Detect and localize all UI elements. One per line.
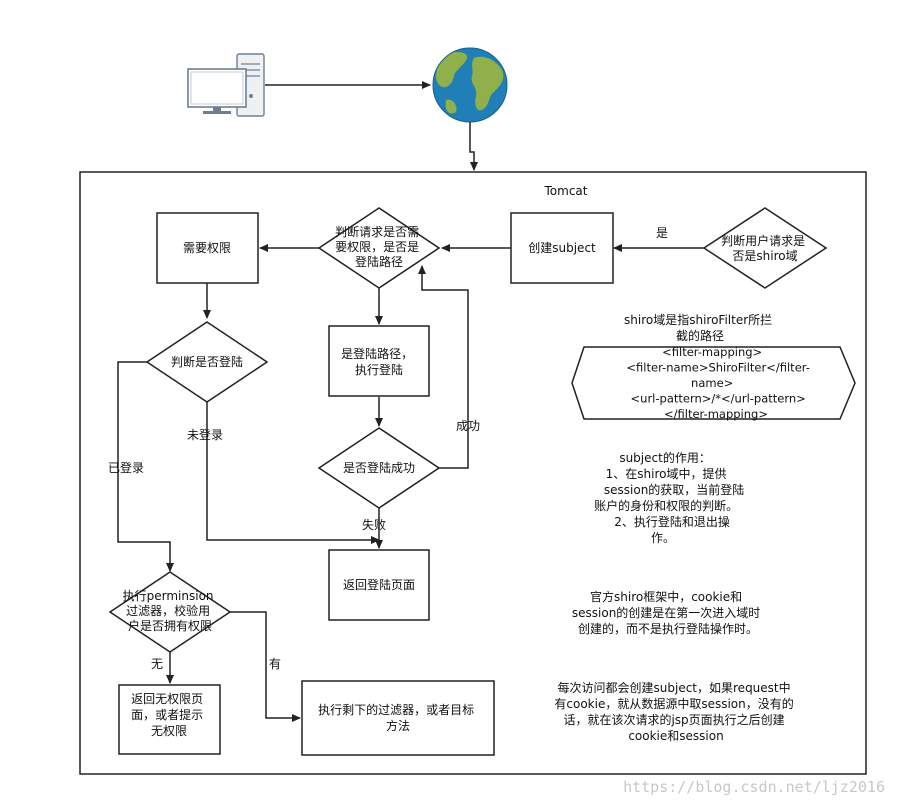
text-check-shiro: 判断用户请求是 否是shiro域: [721, 233, 809, 263]
edge-logged-permfilter: [117, 361, 174, 572]
note-subject-role: subject的作用： 1、在shiro域中，提供 session的获取，当前登…: [594, 450, 748, 545]
tomcat-container: [79, 171, 867, 775]
edge-success-back: [418, 265, 469, 469]
label-has: 有: [269, 657, 281, 671]
note-shiro-domain: shiro域是指shiroFilter所拦 截的路径: [624, 312, 776, 343]
label-logged-in: 已登录: [108, 460, 144, 475]
edge-globe-tomcat: [469, 122, 478, 171]
label-not-logged-in: 未登录: [187, 427, 223, 442]
tomcat-title: Tomcat: [544, 184, 588, 198]
node-create-subject: [510, 212, 614, 284]
text-create-subject: 创建subject: [528, 241, 596, 255]
computer-icon: [187, 53, 265, 117]
label-fail: 失败: [362, 517, 386, 532]
node-check-login-success: [317, 427, 441, 509]
note-every-visit: 每次访问都会创建subject，如果request中 有cookie，就从数据源…: [554, 680, 797, 743]
node-no-perm-page: [118, 684, 221, 755]
text-no-perm-page: 返回无权限页 面，或者提示 无权限: [131, 692, 207, 738]
node-need-perm: [156, 212, 259, 284]
text-check-login-success: 是否登陆成功: [343, 460, 415, 475]
text-return-login-page: 返回登陆页面: [343, 577, 415, 592]
edge-permfilter-remaining: [230, 611, 301, 722]
text-need-perm: 需要权限: [183, 241, 231, 255]
text-remaining-filters: 执行剩下的过滤器，或者目标 方法: [318, 702, 478, 733]
text-filter-mapping: <filter-mapping> <filter-name>ShiroFilte…: [626, 345, 813, 421]
node-check-shiro: [702, 207, 828, 289]
edge-notlogged-loginpage: [206, 402, 380, 544]
note-cookie-session: 官方shiro框架中，cookie和 session的创建是在第一次进入域时 创…: [572, 589, 764, 636]
text-is-login-path: 是登陆路径， 执行登陆: [341, 346, 417, 377]
globe-icon: [432, 47, 508, 123]
watermark: https://blog.csdn.net/ljz2016: [623, 778, 885, 796]
label-yes: 是: [656, 226, 668, 240]
text-check-logged-in: 判断是否登陆: [171, 354, 243, 369]
node-return-login-page: [328, 549, 430, 621]
node-filter-mapping: [571, 346, 856, 420]
text-check-perm-path: 判断请求是否需 要权限，是否是 登陆路径: [335, 224, 423, 269]
node-perm-filter: [108, 571, 232, 653]
connectors: [117, 81, 704, 722]
node-check-perm-path: [317, 207, 441, 289]
node-check-logged-in: [145, 321, 269, 403]
text-perm-filter: 执行perminsion 过滤器，校验用 户是否拥有权限: [123, 589, 218, 633]
node-remaining-filters: [301, 680, 495, 756]
label-success: 成功: [456, 419, 480, 433]
label-none: 无: [151, 657, 163, 671]
node-is-login-path: [328, 325, 430, 397]
